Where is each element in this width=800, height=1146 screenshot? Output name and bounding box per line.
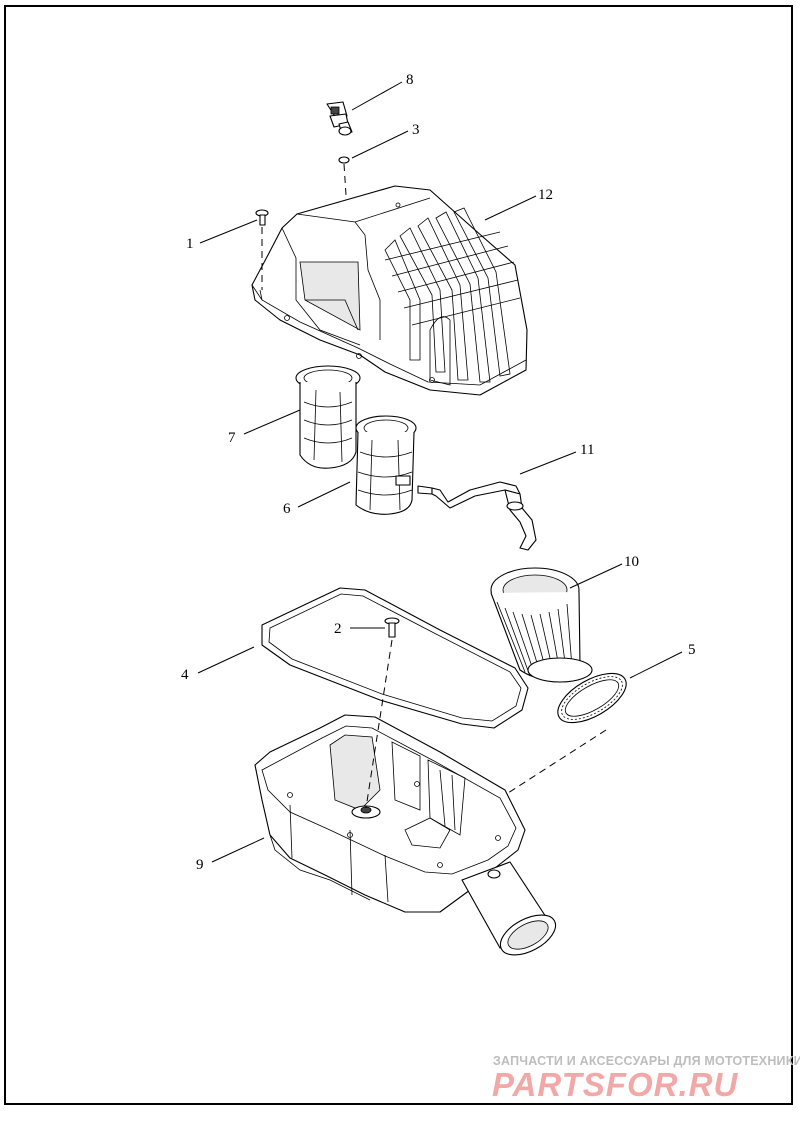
part-8-sensor <box>326 101 353 136</box>
part-12-cover <box>251 185 528 396</box>
callout-9: 9 <box>196 857 204 873</box>
part-10-filter <box>490 567 593 683</box>
part-9-airbox <box>254 714 557 956</box>
part-5-clamp <box>557 672 627 724</box>
callout-10: 10 <box>624 554 639 570</box>
drawing-frame <box>4 5 793 1105</box>
part-1-bolt <box>255 209 269 226</box>
assembly-lines <box>261 163 607 809</box>
leader-lines <box>197 81 683 863</box>
part-2-bolt <box>384 617 400 638</box>
callout-1: 1 <box>186 236 194 252</box>
callout-6: 6 <box>283 501 291 517</box>
callout-7: 7 <box>228 430 236 446</box>
callout-5: 5 <box>688 642 696 658</box>
callout-8: 8 <box>406 72 414 88</box>
callout-11: 11 <box>580 442 594 458</box>
watermark-caption: ЗАПЧАСТИ И АКСЕССУАРЫ ДЛЯ МОТОТЕХНИКИ <box>493 1054 800 1068</box>
callout-labels: 8 3 12 1 7 11 6 10 2 5 4 9 <box>181 72 696 873</box>
part-3-oring <box>338 156 350 164</box>
callout-2: 2 <box>334 621 342 637</box>
part-11-hose <box>417 481 537 551</box>
watermark-logo: PARTSFOR.RU <box>492 1066 739 1103</box>
part-4-gasket <box>261 587 529 729</box>
part-6-duct <box>355 415 417 515</box>
callout-12: 12 <box>538 187 553 203</box>
callout-4: 4 <box>181 667 189 683</box>
callout-3: 3 <box>412 122 420 138</box>
part-7-duct <box>295 365 361 469</box>
